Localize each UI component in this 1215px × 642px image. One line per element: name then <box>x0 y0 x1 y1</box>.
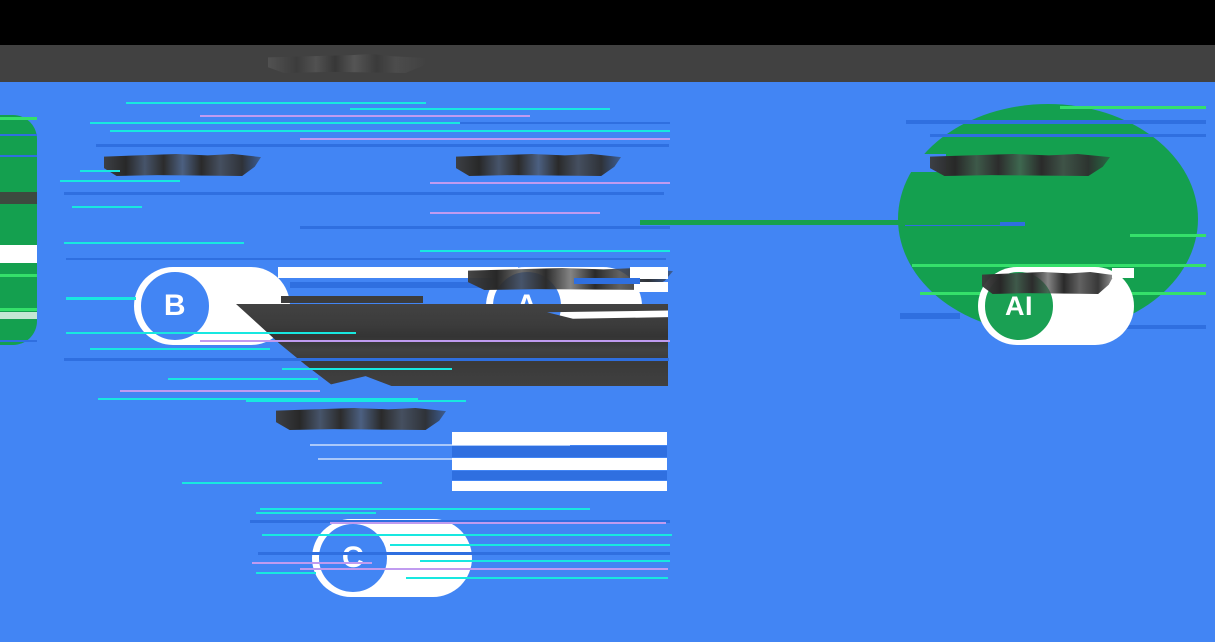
node-b[interactable]: B <box>139 270 211 342</box>
glitch-scanline <box>260 508 590 510</box>
glitch-scanline <box>90 348 270 350</box>
glitch-scanline <box>200 115 530 117</box>
node-b-value-bar <box>281 296 423 303</box>
top-letterbox <box>0 0 1215 45</box>
glitch-scanline <box>126 102 426 104</box>
glitch-scanline <box>246 400 466 402</box>
offscreen-green-node[interactable] <box>0 115 37 345</box>
glitch-tear <box>636 310 668 320</box>
glitch-scanline <box>300 226 670 229</box>
glitch-scanline <box>66 297 136 300</box>
glitch-scanline <box>452 446 667 457</box>
glitch-tear <box>452 481 667 491</box>
glitch-scanline <box>168 378 318 380</box>
node-b-caption <box>104 154 261 176</box>
glitch-scanline <box>430 182 670 184</box>
glitch-scanline <box>110 130 670 132</box>
node-ai-caption <box>930 154 1110 176</box>
glitch-scanline <box>250 520 670 523</box>
glitch-scanline <box>256 572 316 574</box>
glitch-scanline <box>60 180 180 182</box>
diagram-canvas[interactable]: B A C AI <box>0 82 1215 642</box>
glitch-scanline <box>256 512 376 514</box>
glitch-scanline <box>96 144 669 147</box>
glitch-scanline <box>182 482 382 484</box>
glitch-scanline <box>350 108 610 110</box>
glitch-scanline <box>900 313 960 319</box>
glitch-tear <box>0 312 37 319</box>
glitch-scanline <box>66 258 666 260</box>
glitch-tear <box>630 267 668 279</box>
glitch-scanline <box>64 242 244 244</box>
glitch-tear <box>1112 268 1134 278</box>
glitch-scanline <box>1120 325 1206 329</box>
connector-a-to-ai[interactable] <box>640 220 1000 225</box>
glitch-tear <box>452 432 667 445</box>
node-c[interactable]: C <box>317 522 389 594</box>
glitch-scanline <box>64 192 664 195</box>
glitch-scanline <box>420 250 670 252</box>
glitch-scanline <box>452 471 667 480</box>
glitch-tear <box>278 267 518 278</box>
node-c-caption <box>276 408 446 430</box>
glitch-tear <box>634 282 668 292</box>
glitch-scanline <box>120 390 320 392</box>
node-a-caption <box>456 154 621 176</box>
node-a-subcaption <box>468 268 673 290</box>
glitch-scanline <box>98 398 418 400</box>
glitch-scanline <box>300 138 670 140</box>
glitch-scanline <box>290 282 490 288</box>
glitch-scanline <box>90 122 510 124</box>
glitch-tear <box>452 458 667 470</box>
window-title-text <box>268 54 428 73</box>
glitch-scanline <box>72 206 142 208</box>
node-ai-subcaption <box>982 272 1114 294</box>
window-title-bar <box>0 45 1215 82</box>
glitch-scanline <box>460 122 670 124</box>
glitch-scanline <box>430 212 600 214</box>
glitch-tear <box>0 245 37 263</box>
